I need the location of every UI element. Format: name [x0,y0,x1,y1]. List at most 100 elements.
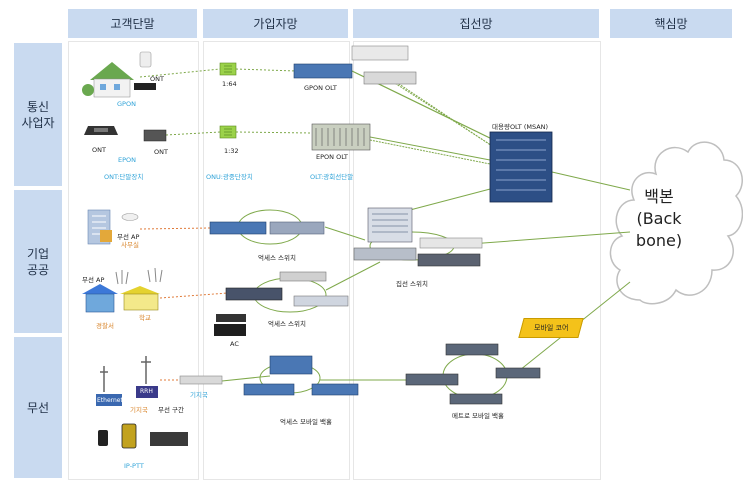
line-school-access [159,292,229,299]
ont-device-icon [134,83,156,90]
label-school: 학교 [139,314,151,322]
office-building-icon [87,209,112,245]
line-epon-olt-msan-2 [369,139,491,165]
access-switch-1a-icon [209,221,267,235]
agg-switch-chassis-icon [367,207,413,243]
label-ont-2: ONT [92,146,106,154]
line-splitter-epon-olt [235,131,313,134]
access-switch-2a-icon [225,287,283,301]
line-access2-agg [325,261,381,291]
backbone-label: 백본 (Back bone) [617,186,701,252]
rugged-phone-icon [121,423,137,449]
backbone-cloud [609,141,743,305]
line-agg-msan [409,187,495,211]
mobile-core-box: 모바일 코어 [518,318,584,338]
label-gpon: GPON [117,100,136,108]
metro-switch-a-icon [405,373,459,386]
row-enterprise: 기업 공공 [14,190,62,333]
line-epon-ont-splitter [165,131,221,136]
label-office: 사무실 [121,241,139,249]
label-split-32: 1:32 [224,147,239,155]
label-ip-ptt: IP-PTT [124,462,144,470]
line-gpon-ont-splitter [139,68,221,78]
label-rrh: RRH [140,388,153,395]
header-aggregation: 집선망 [353,9,599,38]
label-agg-switch: 집선 스위치 [396,280,428,288]
cell-tower-rrh-icon [136,356,158,398]
panel-subscriber [203,41,350,480]
label-metro-mobile: 메트로 모바일 백홀 [452,412,504,420]
epon-olt-icon [311,123,371,151]
header-subscriber: 가입자망 [203,9,348,38]
agg-switch-b-icon [419,237,483,249]
mobile-access-chassis-icon [269,355,313,375]
line-access1-agg [324,226,366,241]
splitter-1-64-icon [219,62,237,76]
backbone-line-2: (Back [636,209,682,228]
line-gpon-switch-msan-2 [395,81,499,151]
ptt-gateway-icon [150,432,188,446]
label-access-mobile: 억세스 모바일 백홀 [280,418,332,426]
label-base-2: 기지국 [190,391,208,399]
access-switch-1b-icon [269,221,325,235]
mobile-access-switch-a-icon [243,383,295,396]
label-ethernet: Ethernet [97,397,123,404]
police-building-icon [82,284,118,313]
ac-device-top-icon [216,314,246,322]
line-epon-olt-msan [369,136,491,161]
access-switch-2b-icon [279,271,327,282]
label-police: 경찰서 [96,322,114,330]
epon-ont-icon [143,129,167,142]
row-wireless: 무선 [14,337,62,478]
ip-ptt-phone-icon [98,430,108,446]
phone-icon [84,126,118,135]
msan-icon [489,131,553,203]
header-core: 핵심망 [610,9,732,38]
agg-switch-c-icon [417,253,481,267]
access-switch-2c-icon [293,295,349,307]
label-wap-2: 무선 AP [82,276,105,284]
label-ont-1: ONT [150,75,164,83]
ac-device-icon [214,324,246,336]
line-office-access [139,227,211,230]
label-radio: 무선 구간 [158,406,184,414]
row-carrier: 통신 사업자 [14,43,62,186]
line-splitter-gpon-olt [235,68,297,72]
label-epon: EPON [118,156,137,164]
label-access-switch-1: 억세스 스위치 [258,254,296,262]
label-ont-3: ONT [154,148,168,156]
mobile-access-switch-b-icon [311,383,359,396]
label-ont-terminal: ONT:단말장치 [104,173,144,181]
school-building-icon [115,267,163,311]
gpon-olt-icon [293,63,353,79]
panel-terminal [68,41,199,480]
label-base-1: 기지국 [130,406,148,414]
splitter-1-32-icon [219,125,237,139]
line-base-access [221,375,271,382]
backbone-line-1: 백본 [644,187,674,206]
line-msan-backbone [551,171,631,191]
label-epon-olt: EPON OLT [316,153,348,161]
metro-switch-c-icon [495,367,541,379]
cell-tower-ethernet-icon [96,366,122,406]
label-ac: AC [230,340,239,348]
agg-switch-a-icon [353,247,417,261]
metro-switch-d-icon [449,393,503,405]
house-icon [82,62,134,98]
label-olt-terminal: OLT:광회선단말 [310,173,354,181]
label-wap-1: 무선 AP [117,233,140,241]
label-split-64: 1:64 [222,80,237,88]
wireless-ap-icon [121,213,139,221]
metro-switch-b-icon [445,343,499,356]
backbone-line-3: bone) [635,231,683,250]
label-msan: 대용량OLT (MSAN) [492,123,549,131]
radio-link-device-icon [179,375,223,385]
line-agg-backbone [469,231,631,245]
label-onu-split: ONU:광중단장치 [206,173,253,181]
router-icon [139,51,152,68]
label-gpon-olt: GPON OLT [304,84,337,92]
gpon-switch-icon [363,71,417,85]
label-access-switch-2: 억세스 스위치 [268,320,306,328]
header-terminal: 고객단말 [68,9,197,38]
